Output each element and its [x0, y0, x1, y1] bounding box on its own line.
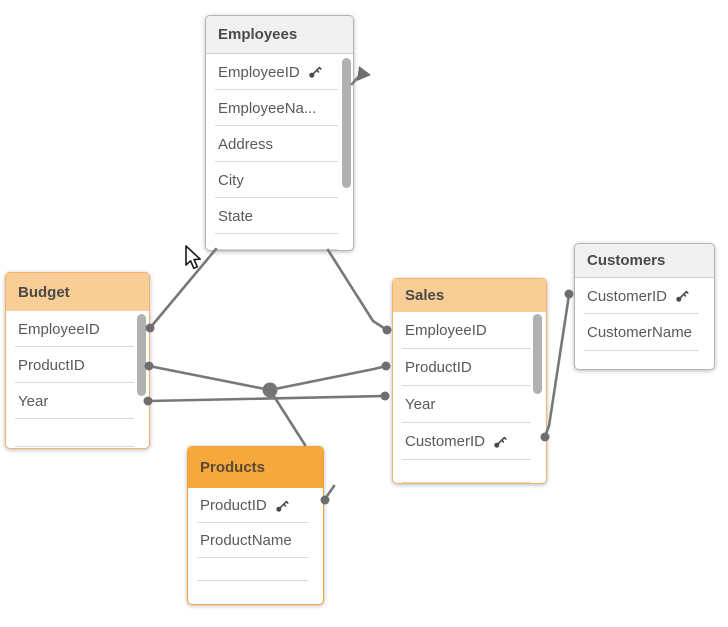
- vertical-scrollbar[interactable]: [342, 58, 351, 188]
- field-label: EmployeeID: [18, 320, 100, 338]
- table-title: Employees: [218, 26, 298, 43]
- table-sales-header[interactable]: Sales: [393, 279, 546, 312]
- association-line-sales-employees: [326, 248, 389, 332]
- field-label: City: [218, 171, 244, 189]
- field-row[interactable]: Year: [6, 383, 149, 419]
- field-label: CustomerName: [587, 324, 693, 341]
- key-icon: [276, 500, 289, 512]
- key-icon: [494, 436, 507, 448]
- key-icon: [676, 290, 689, 302]
- table-title: Products: [200, 459, 266, 476]
- table-products-header[interactable]: Products: [188, 447, 323, 488]
- field-row-empty: [206, 234, 353, 250]
- vertical-scrollbar[interactable]: [137, 314, 146, 396]
- key-icon: [309, 66, 322, 78]
- table-customers-header[interactable]: Customers: [575, 244, 714, 278]
- field-row[interactable]: CustomerName: [575, 314, 714, 351]
- field-label: EmployeeID: [218, 63, 300, 81]
- table-customers[interactable]: Customers CustomerID CustomerName: [574, 243, 715, 370]
- field-row[interactable]: CustomerID: [393, 423, 546, 460]
- table-employees-header[interactable]: Employees: [206, 16, 353, 54]
- field-label: State: [218, 207, 254, 225]
- field-label: ProductID: [18, 356, 85, 374]
- field-row-empty: [188, 558, 323, 581]
- field-row-empty: [575, 351, 714, 367]
- field-row[interactable]: Address: [206, 126, 353, 162]
- connector-junction-dot: [262, 382, 278, 398]
- association-endpoint-products-productid: [323, 484, 336, 501]
- field-label: CustomerID: [405, 433, 486, 450]
- field-label: ProductID: [405, 359, 472, 376]
- association-line-customers-sales: [543, 293, 571, 438]
- table-sales[interactable]: Sales EmployeeID ProductID Year Customer…: [392, 278, 547, 484]
- connector-dot: [382, 325, 392, 335]
- table-budget[interactable]: Budget EmployeeID ProductID Year: [5, 272, 150, 449]
- table-title: Sales: [405, 287, 445, 304]
- field-row-empty: [188, 581, 323, 602]
- connector-dot: [380, 391, 390, 401]
- field-label: Year: [405, 396, 436, 413]
- field-label: EmployeeNa...: [218, 99, 317, 117]
- association-line-budget-employees: [148, 247, 218, 330]
- field-row[interactable]: ProductID: [393, 349, 546, 386]
- field-row[interactable]: ProductID: [6, 347, 149, 383]
- field-row[interactable]: EmployeeID: [206, 54, 353, 90]
- table-budget-header[interactable]: Budget: [6, 273, 149, 311]
- association-line-year: [147, 394, 387, 403]
- mouse-pointer-icon: [185, 245, 201, 270]
- table-employees[interactable]: Employees EmployeeID EmployeeNa... Addre…: [205, 15, 354, 251]
- connector-dot: [564, 289, 574, 299]
- table-title: Customers: [587, 252, 666, 269]
- association-line-junction-products: [268, 388, 307, 447]
- field-row[interactable]: ProductName: [188, 523, 323, 558]
- field-label: Address: [218, 135, 274, 153]
- field-row[interactable]: Year: [393, 386, 546, 423]
- field-row[interactable]: EmployeeID: [393, 312, 546, 349]
- vertical-scrollbar[interactable]: [533, 314, 542, 394]
- field-row[interactable]: State: [206, 198, 353, 234]
- field-label: CustomerID: [587, 287, 668, 305]
- field-label: Year: [18, 392, 49, 410]
- field-row-empty: [6, 419, 149, 447]
- field-row-empty: [393, 460, 546, 483]
- field-row[interactable]: CustomerID: [575, 278, 714, 314]
- table-products[interactable]: Products ProductID ProductName: [187, 446, 324, 605]
- table-title: Budget: [18, 283, 70, 301]
- connector-dot: [381, 361, 391, 371]
- association-line-productid: [147, 364, 388, 392]
- field-label: ProductID: [200, 497, 267, 514]
- field-row[interactable]: City: [206, 162, 353, 198]
- connector-arrowhead: [357, 66, 371, 81]
- field-row[interactable]: EmployeeID: [6, 311, 149, 347]
- field-label: ProductName: [200, 532, 292, 549]
- field-label: EmployeeID: [405, 322, 487, 339]
- field-row[interactable]: EmployeeNa...: [206, 90, 353, 126]
- field-row[interactable]: ProductID: [188, 488, 323, 523]
